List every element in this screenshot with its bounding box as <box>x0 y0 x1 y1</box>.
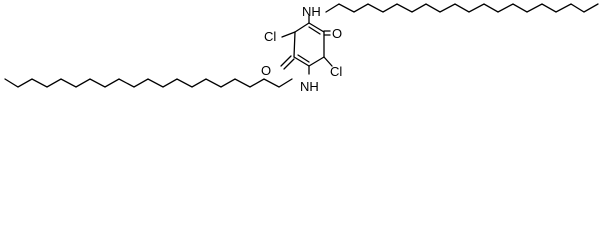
ring-double-bond-inner-bottom <box>297 54 310 63</box>
oxygen-label-top: O <box>332 26 342 41</box>
ring-bond-c2-c3 <box>308 22 325 33</box>
ring-double-bond-inner-top <box>308 26 321 35</box>
ring-bond-c6-c1 <box>293 31 296 58</box>
alkyl-chain-bottom <box>4 78 293 88</box>
oxygen-label-bottom: O <box>261 63 271 78</box>
chlorine-label-top: Cl <box>264 29 276 44</box>
amine-label-bottom: NH <box>300 79 319 94</box>
ring-bond-c4-c5 <box>308 56 325 67</box>
ring-bond-c5-c6 <box>293 56 310 67</box>
chemical-structure: NH NH Cl Cl O O <box>4 3 599 94</box>
octadecyl-chain-bottom <box>4 78 293 88</box>
carbonyl-bottom-line-1 <box>283 58 295 70</box>
octadecyl-chain-top <box>325 3 599 13</box>
alkyl-chain-top <box>325 3 599 13</box>
quinone-ring <box>293 22 325 67</box>
ring-bond-c1-c2 <box>294 22 310 33</box>
substituent-bonds <box>280 15 333 75</box>
bond-to-chlorine-top <box>281 31 296 38</box>
amine-label-top: NH <box>302 4 321 19</box>
bond-to-chlorine-bottom <box>323 56 333 67</box>
chlorine-label-bottom: Cl <box>330 64 342 79</box>
carbonyl-bottom-line-2 <box>280 55 292 67</box>
